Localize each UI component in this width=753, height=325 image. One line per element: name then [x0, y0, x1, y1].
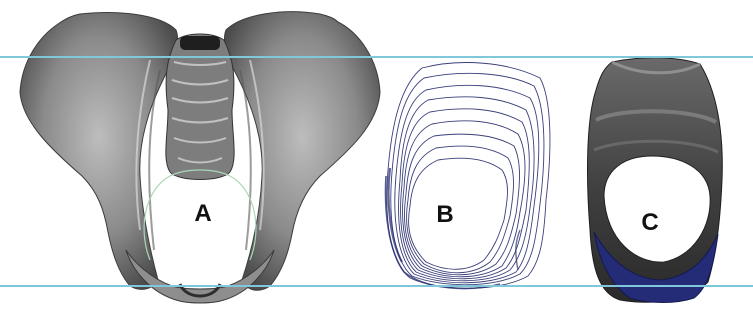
panel-b-contours: [386, 63, 550, 289]
sacrum: [166, 34, 234, 180]
right-iliac-wing: [224, 12, 380, 291]
panel-c-label: C: [641, 209, 658, 236]
panel-a-pelvis: A: [20, 12, 380, 303]
panel-b-label: B: [436, 201, 453, 228]
panel-a-label: A: [194, 200, 211, 227]
panel-c-surface: C: [588, 58, 723, 303]
